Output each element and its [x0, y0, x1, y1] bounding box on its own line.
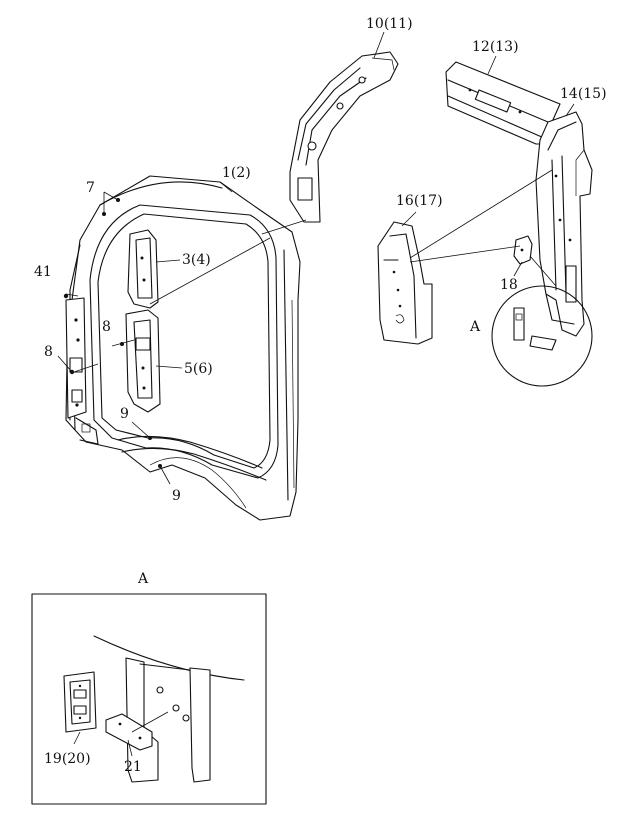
callout-9-outer: 9 — [172, 488, 181, 504]
roof-side-rail — [289, 51, 399, 223]
callout-labels: 1(2) 3(4) 5(6) 7 8 8 9 9 10(11) 12(13) 1… — [34, 16, 607, 775]
corner-panel — [377, 221, 433, 345]
callout-16-17: 16(17) — [396, 193, 443, 209]
callout-3-4: 3(4) — [182, 252, 211, 268]
rear-pillar — [535, 111, 593, 337]
callout-41: 41 — [34, 264, 52, 280]
callout-9-inner: 9 — [120, 406, 129, 422]
callout-18: 18 — [500, 277, 518, 293]
roof-header-rail — [445, 61, 561, 145]
callout-21: 21 — [124, 759, 142, 775]
callout-8-outer: 8 — [44, 344, 53, 360]
side-panel-assembly — [65, 175, 301, 521]
detail-a-zoom-circle — [491, 285, 593, 387]
callout-10-11: 10(11) — [366, 16, 413, 32]
callout-14-15: 14(15) — [560, 86, 607, 102]
inner-pillar-upper — [127, 229, 159, 309]
detail-reference-label: A — [469, 319, 481, 335]
callout-7: 7 — [86, 180, 95, 196]
inner-pillar-lower — [125, 309, 161, 413]
detail-a-panel — [31, 593, 267, 805]
callout-8-inner: 8 — [102, 319, 111, 335]
detail-title-label: A — [137, 571, 149, 587]
small-bracket — [513, 235, 533, 265]
callout-1-2: 1(2) — [222, 165, 251, 181]
fastener-points — [63, 198, 162, 468]
callout-19-20: 19(20) — [44, 751, 91, 767]
callout-5-6: 5(6) — [184, 361, 213, 377]
callout-12-13: 12(13) — [472, 39, 519, 55]
